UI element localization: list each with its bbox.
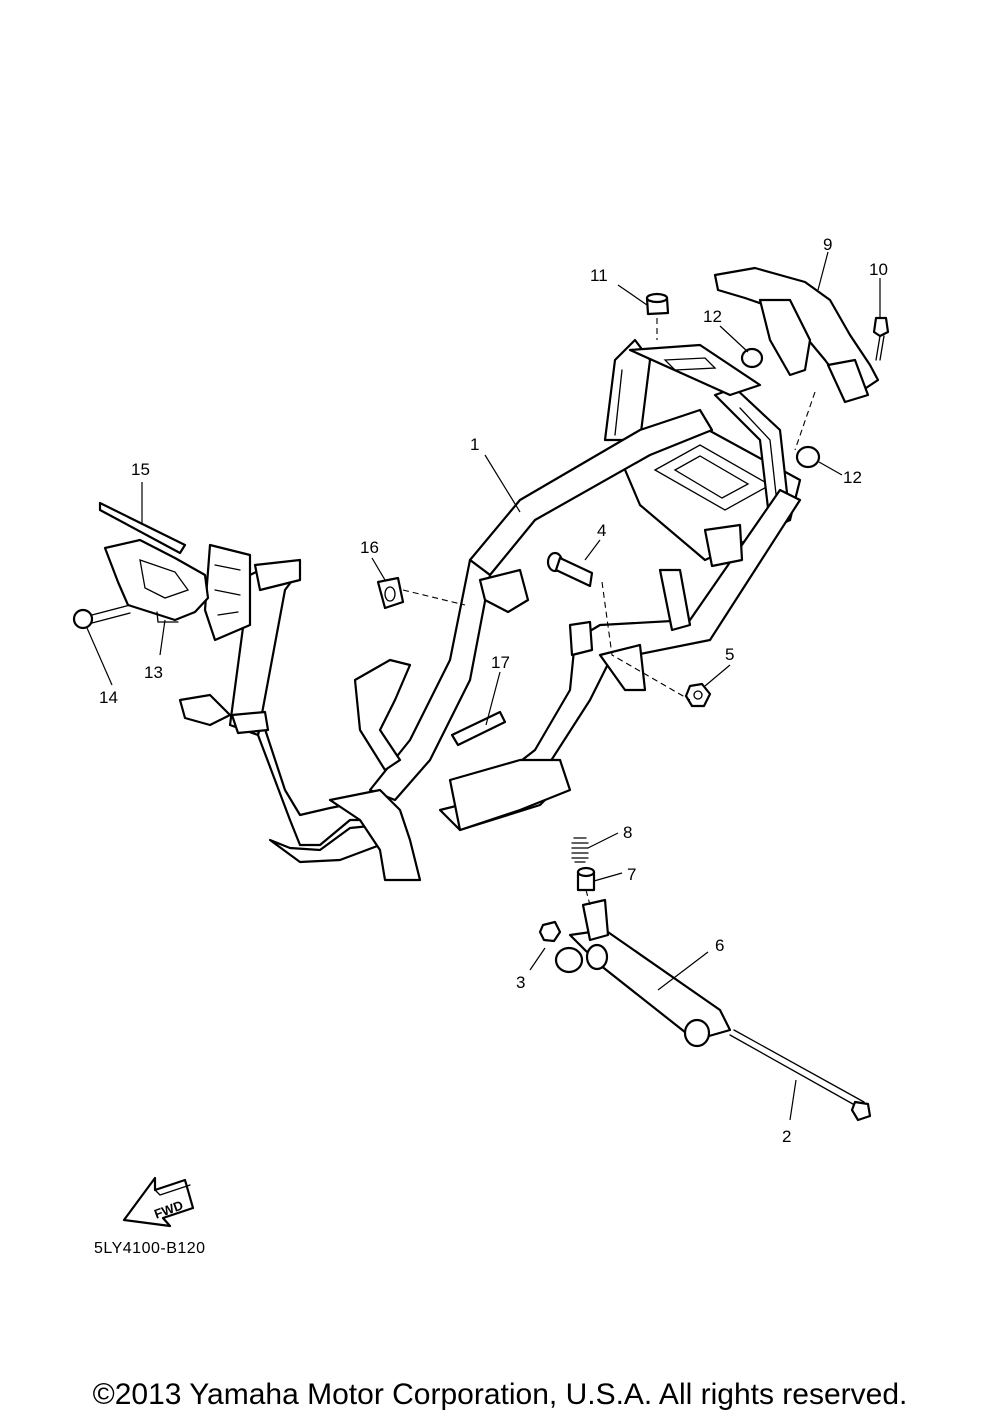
bolt-part-2	[729, 1029, 872, 1122]
grommet-part-16	[376, 576, 405, 610]
rear-bracket-part-9	[713, 266, 880, 404]
callout-6: 6	[715, 936, 724, 955]
callout-10: 10	[869, 260, 888, 279]
collar-part-7	[576, 866, 596, 892]
callout-7: 7	[627, 865, 636, 884]
engine-bracket-part-6	[554, 898, 732, 1048]
callout-15: 15	[131, 460, 150, 479]
callout-11: 11	[590, 266, 608, 285]
diagram-code: 5LY4100-B120	[94, 1240, 206, 1257]
nut-part-3	[538, 920, 562, 943]
callout-17: 17	[491, 653, 510, 672]
callout-labels: 1 2 3 4 5 6 7 8 9 10 11 12 12 13 14 15 1…	[99, 235, 888, 1146]
nut-part-5	[684, 682, 712, 708]
spring-part-8	[571, 837, 589, 863]
collar-part-11	[645, 292, 670, 316]
callout-16: 16	[360, 538, 379, 557]
copyright-notice: ©2013 Yamaha Motor Corporation, U.S.A. A…	[92, 1378, 908, 1411]
callout-4: 4	[597, 521, 606, 540]
bolt-part-14	[72, 604, 131, 630]
damper-part-12-lower	[795, 445, 821, 469]
callout-2: 2	[782, 1127, 791, 1146]
fwd-arrow-icon: FWD	[122, 1176, 195, 1228]
callout-1: 1	[470, 435, 479, 454]
damper-part-12-upper	[740, 347, 764, 369]
callout-13: 13	[144, 663, 163, 682]
tape-part-15	[98, 501, 187, 555]
callout-3: 3	[516, 973, 525, 992]
bolt-part-4	[546, 551, 594, 588]
callout-9: 9	[823, 235, 832, 254]
front-bracket-part-13	[103, 538, 210, 623]
callout-12-upper: 12	[703, 307, 722, 326]
callout-8: 8	[623, 823, 632, 842]
callout-5: 5	[725, 645, 734, 664]
bolt-part-10	[872, 316, 890, 361]
callout-14: 14	[99, 688, 118, 707]
leader-lines	[86, 251, 881, 1121]
frame-assembly	[178, 338, 802, 882]
damper-strip-part-17	[450, 710, 507, 747]
callout-12-lower: 12	[843, 468, 862, 487]
